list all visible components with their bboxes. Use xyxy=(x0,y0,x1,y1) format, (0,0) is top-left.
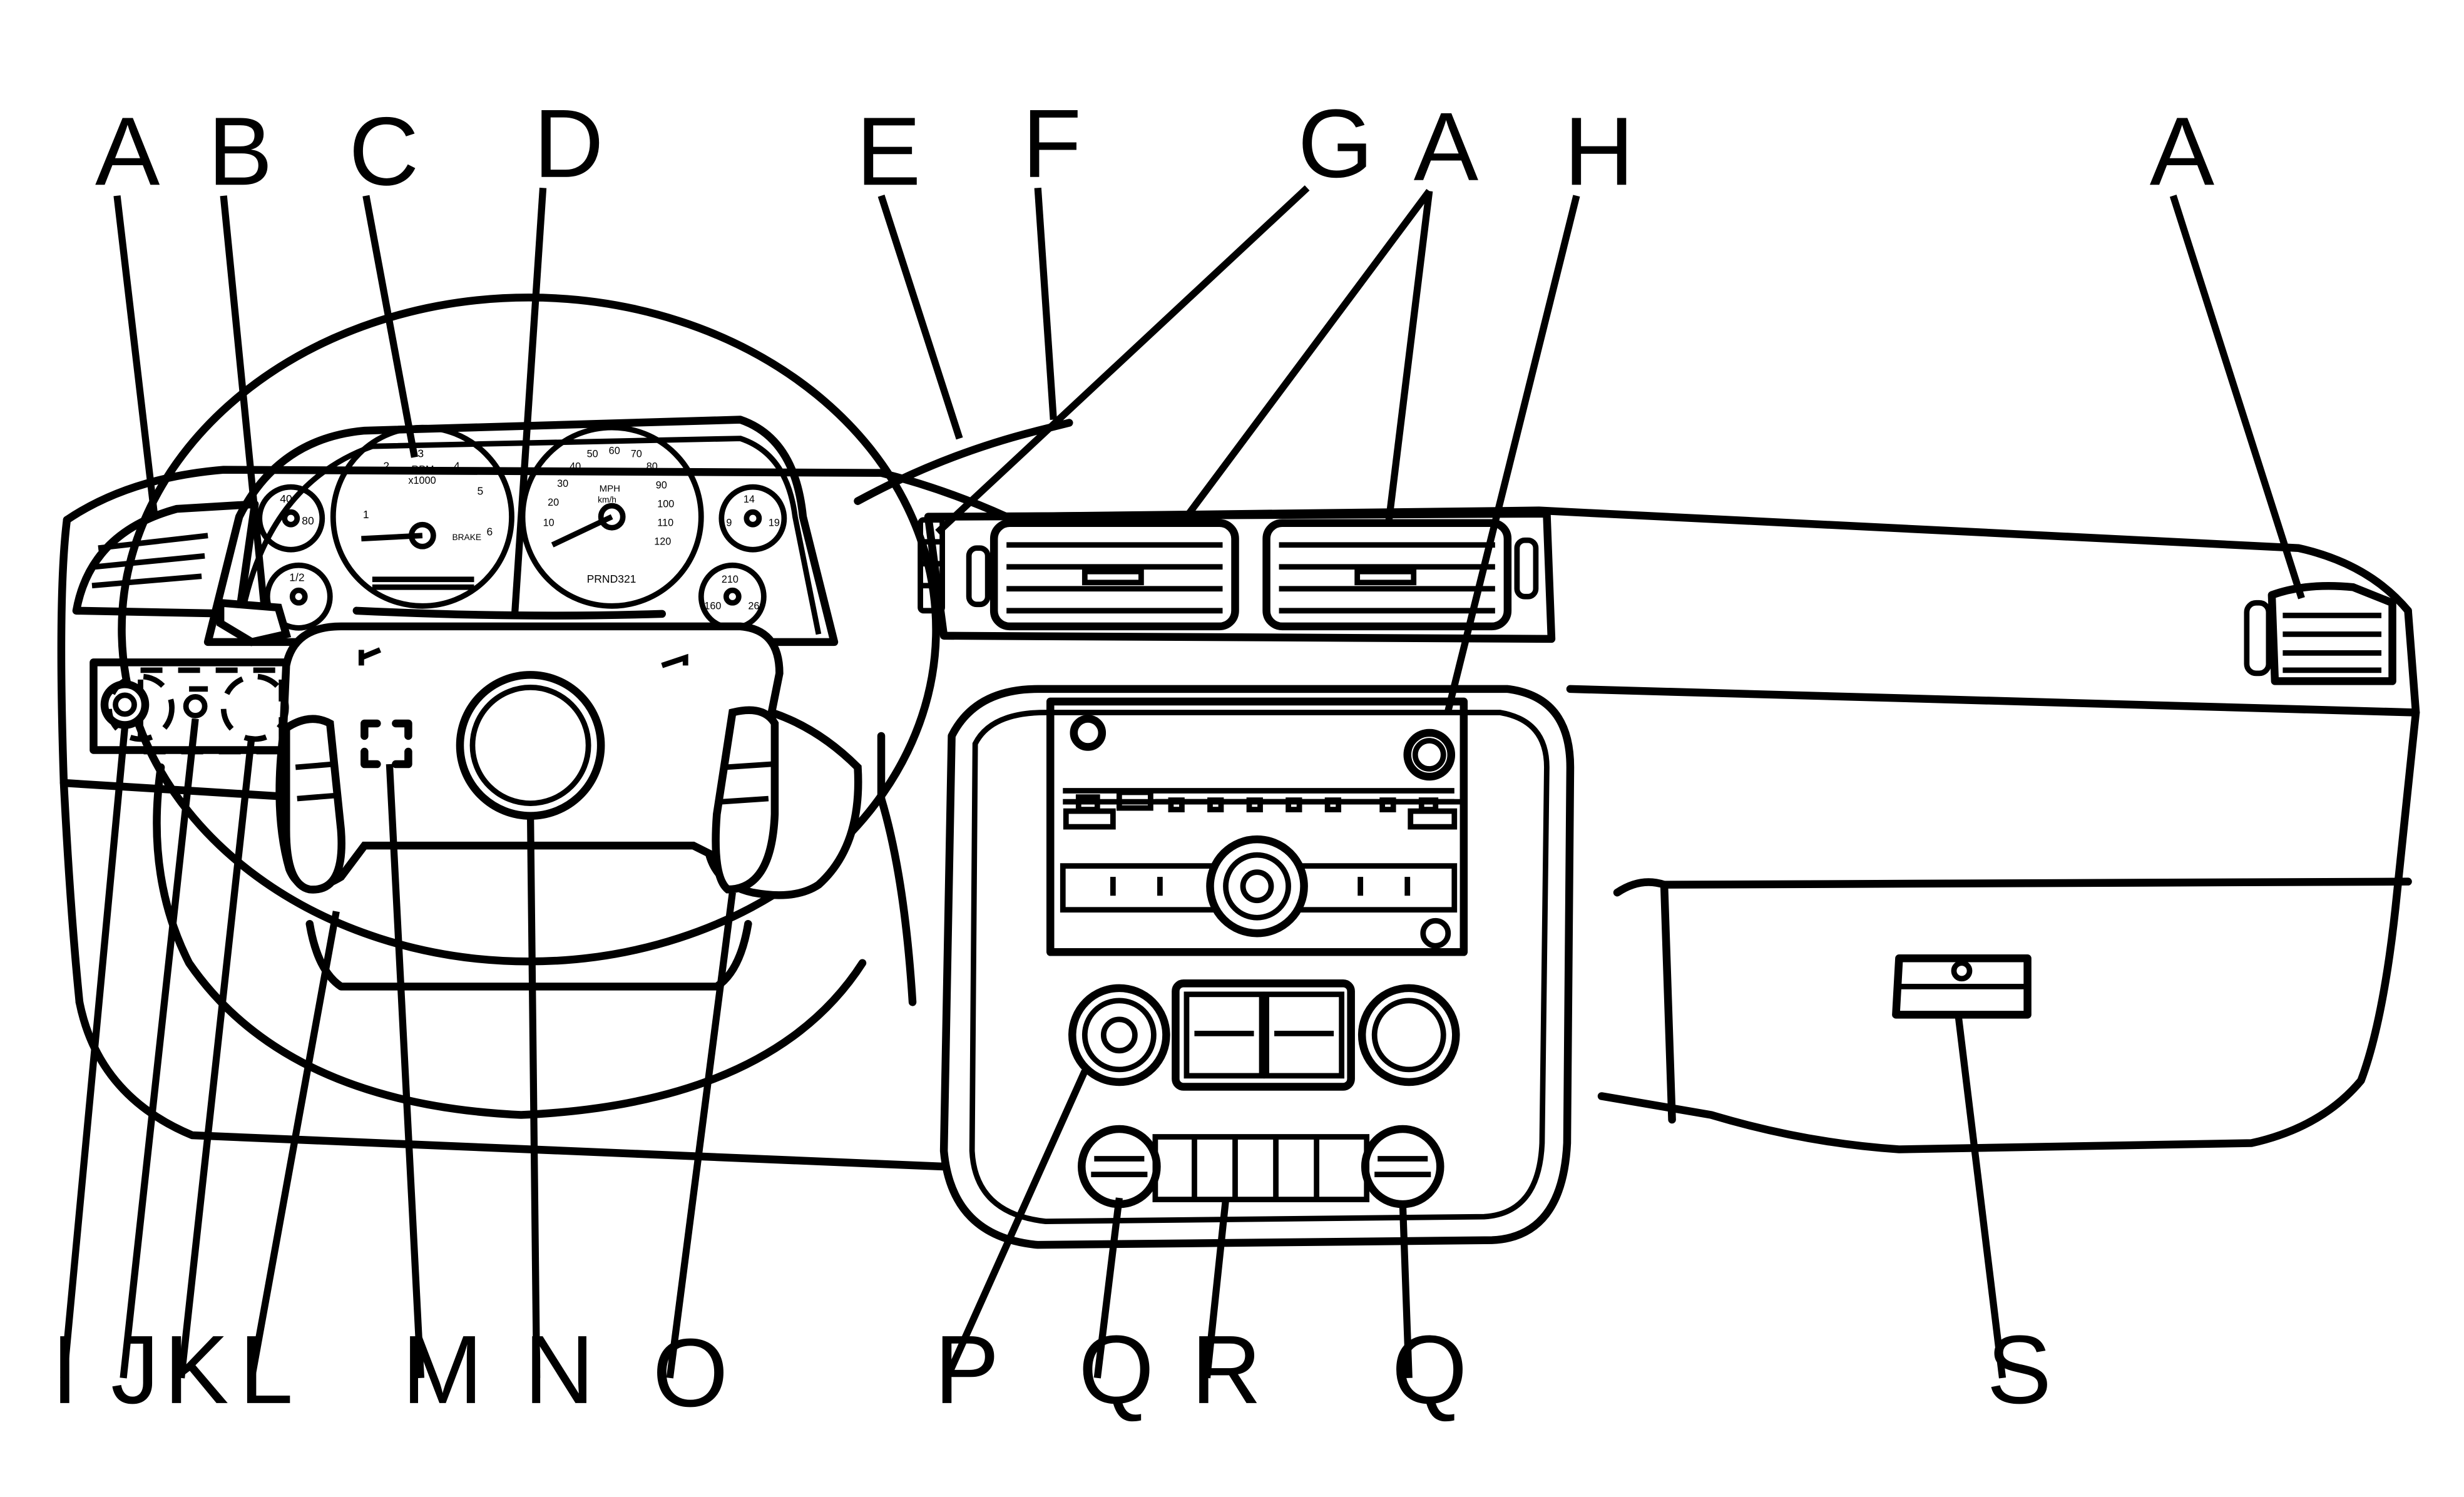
center-stack xyxy=(939,685,1575,1249)
vent-center-left xyxy=(989,519,1239,631)
svg-text:40: 40 xyxy=(570,461,581,473)
callout-s: S xyxy=(1987,1316,2052,1424)
svg-text:120: 120 xyxy=(654,536,671,548)
speedometer: MPH km/h 10 20 30 40 50 60 70 80 90 100 … xyxy=(519,424,704,609)
instrument-cluster: 40 80 1/2 RPM x1000 1 2 3 4 5 6 BRAKE xyxy=(203,416,839,646)
svg-text:260: 260 xyxy=(748,600,765,611)
svg-text:30: 30 xyxy=(557,478,568,489)
svg-text:70: 70 xyxy=(631,449,642,460)
svg-text:160: 160 xyxy=(704,600,721,611)
fuel-gauge: 1/2 xyxy=(264,562,333,631)
svg-text:MPH: MPH xyxy=(600,484,620,494)
callout-a-right: A xyxy=(2150,97,2215,205)
vent-left xyxy=(91,533,208,589)
callout-a-left: A xyxy=(95,97,160,205)
callout-e: E xyxy=(856,97,921,205)
callout-q-left: Q xyxy=(1078,1316,1154,1424)
callout-a-center: A xyxy=(1414,93,1479,201)
callout-p: P xyxy=(934,1316,999,1424)
leader-lines xyxy=(60,185,2305,1380)
callout-r: R xyxy=(1191,1316,1261,1424)
svg-text:110: 110 xyxy=(657,518,673,529)
callout-j: J xyxy=(111,1316,160,1424)
callout-k: K xyxy=(164,1316,228,1424)
vent-right xyxy=(2267,581,2396,685)
svg-text:60: 60 xyxy=(609,446,620,457)
callout-q-right: Q xyxy=(1392,1316,1468,1424)
svg-text:PRND321: PRND321 xyxy=(587,573,636,585)
tachometer: RPM x1000 1 2 3 4 5 6 BRAKE xyxy=(330,424,514,609)
svg-text:80: 80 xyxy=(302,514,314,527)
svg-text:4: 4 xyxy=(454,460,460,473)
svg-text:BRAKE: BRAKE xyxy=(452,533,481,542)
callout-labels: A B C D E F G A H A I J K L M N O P Q R … xyxy=(51,89,2215,1427)
svg-text:3: 3 xyxy=(417,447,424,460)
callout-b: B xyxy=(208,97,272,205)
svg-text:1/2: 1/2 xyxy=(289,571,304,583)
voltmeter: 14 9 19 xyxy=(718,484,787,553)
svg-text:10: 10 xyxy=(543,518,555,529)
oil-gauge: 40 80 xyxy=(257,484,325,553)
svg-text:20: 20 xyxy=(548,497,559,508)
callout-o: O xyxy=(653,1319,728,1427)
callout-m: M xyxy=(402,1316,483,1424)
svg-text:2: 2 xyxy=(383,460,389,473)
svg-text:x1000: x1000 xyxy=(408,475,436,486)
svg-text:1: 1 xyxy=(363,508,369,521)
svg-text:9: 9 xyxy=(726,518,732,529)
svg-text:40: 40 xyxy=(280,493,292,505)
callout-g: G xyxy=(1298,89,1374,198)
svg-text:RPM: RPM xyxy=(411,464,434,476)
turn-signal-lever xyxy=(216,598,292,646)
callout-c: C xyxy=(349,97,419,205)
svg-text:19: 19 xyxy=(769,518,780,529)
svg-text:6: 6 xyxy=(487,526,493,538)
svg-text:km/h: km/h xyxy=(598,495,616,504)
svg-text:210: 210 xyxy=(722,574,739,585)
callout-h: H xyxy=(1564,97,1634,205)
callout-i: I xyxy=(51,1316,78,1424)
svg-text:5: 5 xyxy=(477,485,483,498)
callout-l: L xyxy=(239,1316,293,1424)
callout-f: F xyxy=(1022,89,1081,198)
callout-d: D xyxy=(534,89,604,198)
center-upper-dash xyxy=(854,419,2272,677)
glove-box-latch xyxy=(1892,954,2032,1019)
steering-wheel-hub xyxy=(275,622,862,899)
svg-text:100: 100 xyxy=(657,499,674,510)
svg-text:90: 90 xyxy=(656,480,667,491)
svg-text:80: 80 xyxy=(647,461,658,473)
vent-center-right xyxy=(1262,519,1512,631)
callout-n: N xyxy=(524,1316,595,1424)
svg-text:50: 50 xyxy=(587,449,598,460)
svg-text:14: 14 xyxy=(744,494,755,505)
temp-gauge: 210 160 260 xyxy=(698,562,767,631)
